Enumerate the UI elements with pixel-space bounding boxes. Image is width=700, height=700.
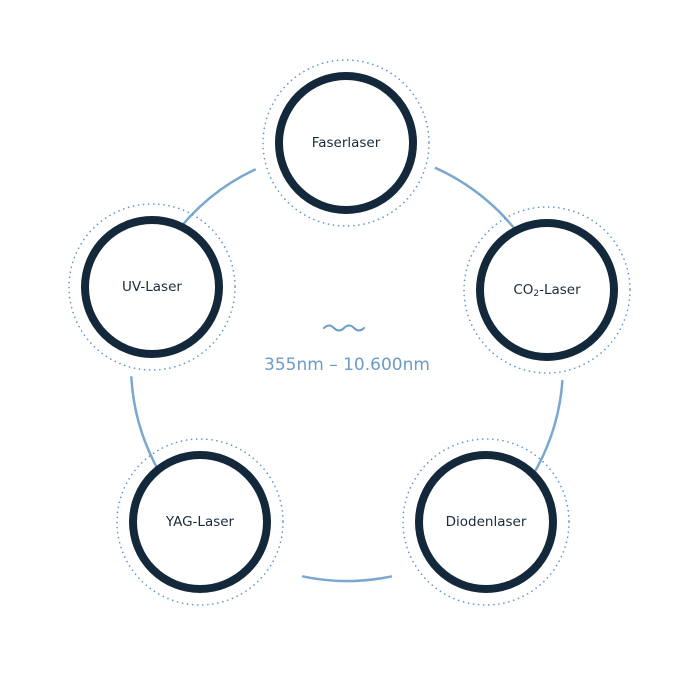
- node-dotted-halo: [262, 59, 430, 227]
- node-ring: [415, 451, 557, 593]
- node-label-uv-laser: UV-Laser: [122, 279, 182, 295]
- node-dotted-halo: [116, 438, 284, 606]
- node-ring: [275, 72, 417, 214]
- node-label-yag-laser: YAG-Laser: [165, 514, 235, 530]
- wave-icon: [323, 324, 365, 332]
- wavelength-range-label: 355nm – 10.600nm: [264, 355, 430, 375]
- node-uv-laser: UV-Laser: [68, 203, 236, 371]
- co2-label-subscript: 2: [533, 289, 539, 299]
- co2-label-main: CO: [513, 282, 533, 298]
- node-dotted-halo: [68, 203, 236, 371]
- node-dotted-halo: [463, 206, 631, 374]
- node-co2-laser: CO2-Laser: [463, 206, 631, 374]
- node-label-diodenlaser: Diodenlaser: [446, 514, 527, 530]
- node-diodenlaser: Diodenlaser: [402, 438, 570, 606]
- node-faserlaser: Faserlaser: [262, 59, 430, 227]
- co2-label-suffix: -Laser: [539, 282, 581, 298]
- node-ring: [129, 451, 271, 593]
- connector-arc-1: [434, 166, 523, 239]
- node-dotted-halo: [402, 438, 570, 606]
- node-yag-laser: YAG-Laser: [116, 438, 284, 606]
- node-label-faserlaser: Faserlaser: [312, 135, 381, 151]
- node-ring: [81, 216, 223, 358]
- node-ring: [476, 219, 618, 361]
- node-label-co2-laser: CO2-Laser: [513, 282, 581, 299]
- connector-arc-3: [301, 575, 393, 583]
